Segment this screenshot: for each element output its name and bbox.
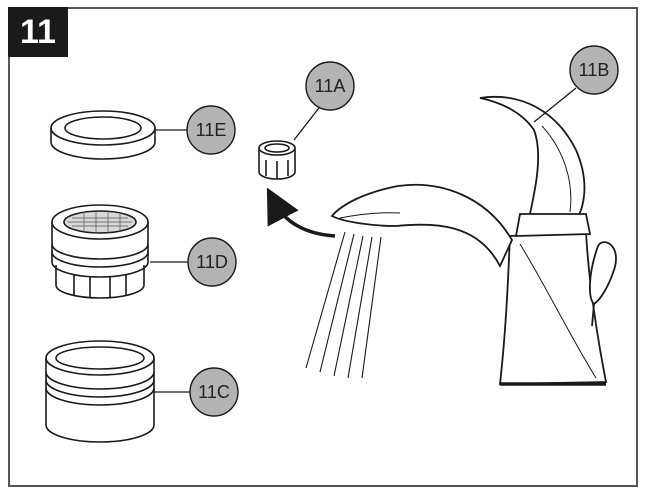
callout-11a: 11A <box>305 61 355 111</box>
part-11a-aerator <box>258 140 296 180</box>
svg-text:11C: 11C <box>198 382 230 402</box>
callout-11b: 11B <box>569 45 619 95</box>
callout-11e: 11E <box>186 105 236 155</box>
part-11d-aerator-insert <box>51 204 149 299</box>
callout-11d: 11D <box>187 237 237 287</box>
water-stream <box>305 231 382 379</box>
callout-11c: 11C <box>189 367 239 417</box>
diagram-frame <box>8 7 638 487</box>
svg-text:11A: 11A <box>315 76 346 96</box>
callout-leaders <box>150 87 577 393</box>
removal-arrow <box>266 187 336 238</box>
part-11e-washer <box>50 110 156 160</box>
step-number-badge: 11 <box>8 7 68 57</box>
faucet <box>330 96 617 386</box>
svg-text:11E: 11E <box>196 120 227 140</box>
svg-text:11D: 11D <box>196 252 228 272</box>
svg-text:11B: 11B <box>579 60 610 80</box>
part-11c-aerator-housing <box>45 340 155 443</box>
